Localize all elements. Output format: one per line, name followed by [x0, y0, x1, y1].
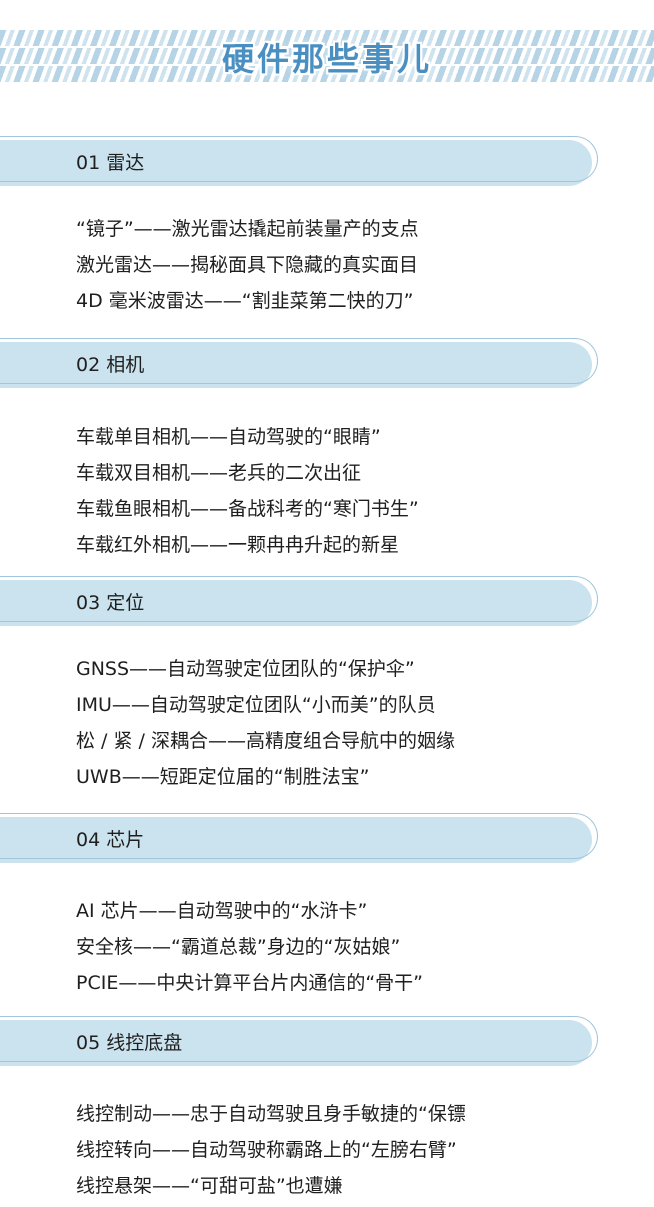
header-banner: 硬件那些事儿: [0, 0, 654, 96]
tire-track-pattern: [0, 48, 654, 64]
section-title: 04 芯片: [76, 829, 145, 851]
list-item: 车载红外相机——一颗冉冉升起的新星: [76, 534, 400, 556]
section-title: 02 相机: [76, 354, 145, 376]
list-item: 松 / 紧 / 深耦合——高精度组合导航中的姻缘: [76, 730, 455, 752]
section-header-chassis: 05 线控底盘: [0, 1016, 598, 1066]
section-header-chip: 04 芯片: [0, 813, 598, 863]
list-item: 线控转向——自动驾驶称霸路上的“左膀右臂”: [76, 1139, 457, 1161]
section-list-positioning: GNSS——自动驾驶定位团队的“保护伞” IMU——自动驾驶定位团队“小而美”的…: [76, 651, 455, 795]
section-list-camera: 车载单目相机——自动驾驶的“眼睛” 车载双目相机——老兵的二次出征 车载鱼眼相机…: [76, 419, 419, 563]
tire-track-pattern: [0, 66, 654, 82]
section-list-chassis: 线控制动——忠于自动驾驶且身手敏捷的“保镖 线控转向——自动驾驶称霸路上的“左膀…: [76, 1096, 466, 1204]
tire-track-pattern: [0, 30, 654, 46]
list-item: GNSS——自动驾驶定位团队的“保护伞”: [76, 658, 415, 680]
page-title: 硬件那些事儿: [221, 40, 432, 78]
list-item: 安全核——“霸道总裁”身边的“灰姑娘”: [76, 936, 401, 958]
section-list-radar: “镜子”——激光雷达撬起前装量产的支点 激光雷达——揭秘面具下隐藏的真实面目 4…: [76, 211, 419, 319]
list-item: 线控悬架——“可甜可盐”也遭嫌: [76, 1175, 343, 1197]
list-item: 4D 毫米波雷达——“割韭菜第二快的刀”: [76, 290, 414, 312]
list-item: “镜子”——激光雷达撬起前装量产的支点: [76, 218, 419, 240]
list-item: PCIE——中央计算平台片内通信的“骨干”: [76, 972, 424, 994]
list-item: 激光雷达——揭秘面具下隐藏的真实面目: [76, 254, 419, 276]
list-item: UWB——短距定位届的“制胜法宝”: [76, 766, 370, 788]
list-item: IMU——自动驾驶定位团队“小而美”的队员: [76, 694, 436, 716]
section-title: 05 线控底盘: [76, 1032, 183, 1054]
section-list-chip: AI 芯片——自动驾驶中的“水浒卡” 安全核——“霸道总裁”身边的“灰姑娘” P…: [76, 893, 423, 1001]
section-title: 03 定位: [76, 592, 145, 614]
list-item: 车载单目相机——自动驾驶的“眼睛”: [76, 426, 381, 448]
section-header-camera: 02 相机: [0, 338, 598, 388]
list-item: AI 芯片——自动驾驶中的“水浒卡”: [76, 900, 368, 922]
section-header-positioning: 03 定位: [0, 576, 598, 626]
section-title: 01 雷达: [76, 152, 145, 174]
section-header-radar: 01 雷达: [0, 136, 598, 186]
list-item: 线控制动——忠于自动驾驶且身手敏捷的“保镖: [76, 1103, 466, 1125]
list-item: 车载鱼眼相机——备战科考的“寒门书生”: [76, 498, 419, 520]
list-item: 车载双目相机——老兵的二次出征: [76, 462, 362, 484]
